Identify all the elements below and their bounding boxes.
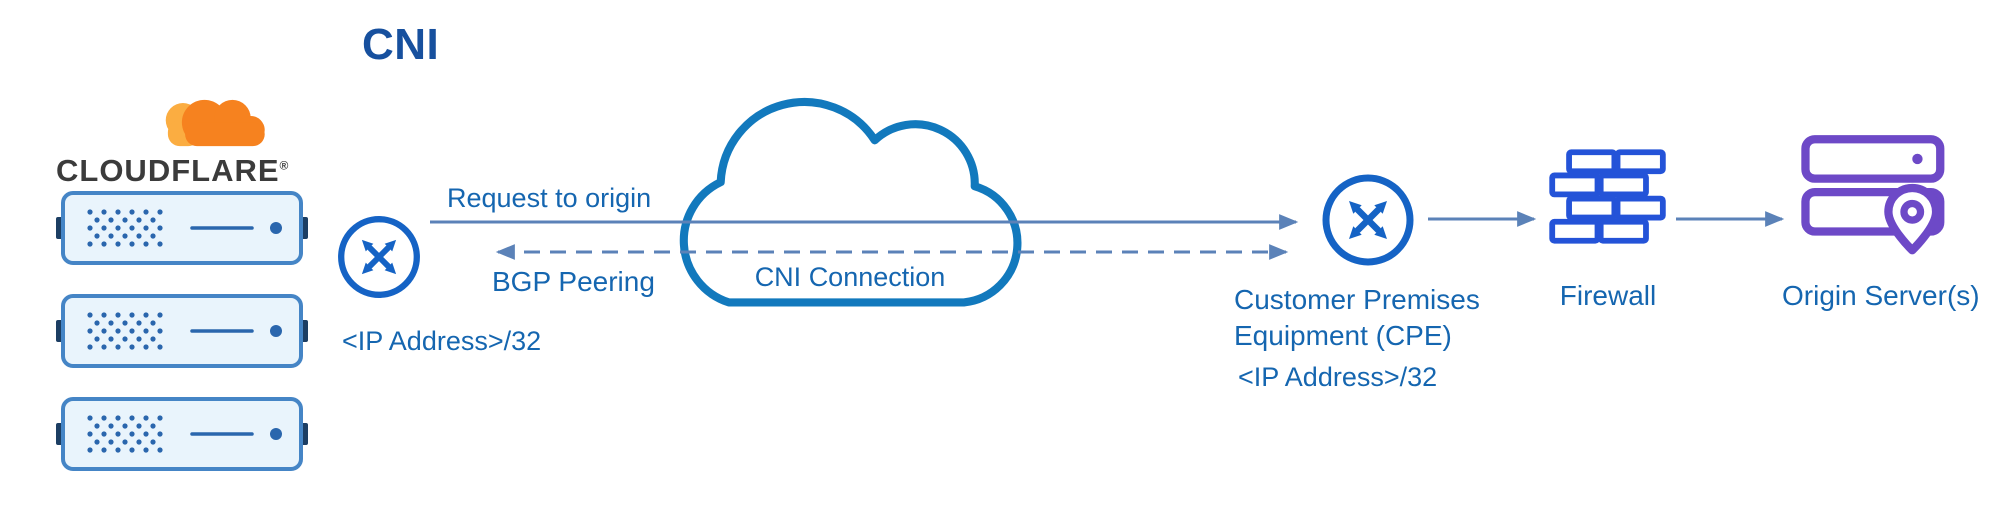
cpe-label: Customer Premises Equipment (CPE) — [1234, 282, 1480, 354]
bgp-peering-label: BGP Peering — [492, 266, 655, 297]
firewall-brick-icon — [1548, 148, 1666, 245]
origin-server-label: Origin Server(s) — [1782, 280, 1980, 311]
cni-router-icon — [334, 212, 424, 302]
cni-connection-label: CNI Connection — [754, 262, 946, 292]
cpe-router-icon — [1318, 170, 1418, 270]
registered-trademark-mark: ® — [279, 158, 290, 173]
cloudflare-wordmark: CLOUDFLARE® — [56, 153, 289, 189]
cpe-ip-label: <IP Address>/32 — [1238, 362, 1438, 392]
request-to-origin-label: Request to origin — [447, 183, 652, 213]
cni-router-ip-label: <IP Address>/32 — [342, 326, 542, 356]
cloudflare-brand-text: CLOUDFLARE — [56, 153, 280, 188]
cpe-label-line1: Customer Premises — [1234, 284, 1480, 315]
cpe-label-line2: Equipment (CPE) — [1234, 320, 1452, 351]
diagram-title: CNI — [362, 20, 440, 69]
firewall-label: Firewall — [1559, 280, 1657, 311]
origin-server-pin-icon — [1798, 132, 1956, 273]
